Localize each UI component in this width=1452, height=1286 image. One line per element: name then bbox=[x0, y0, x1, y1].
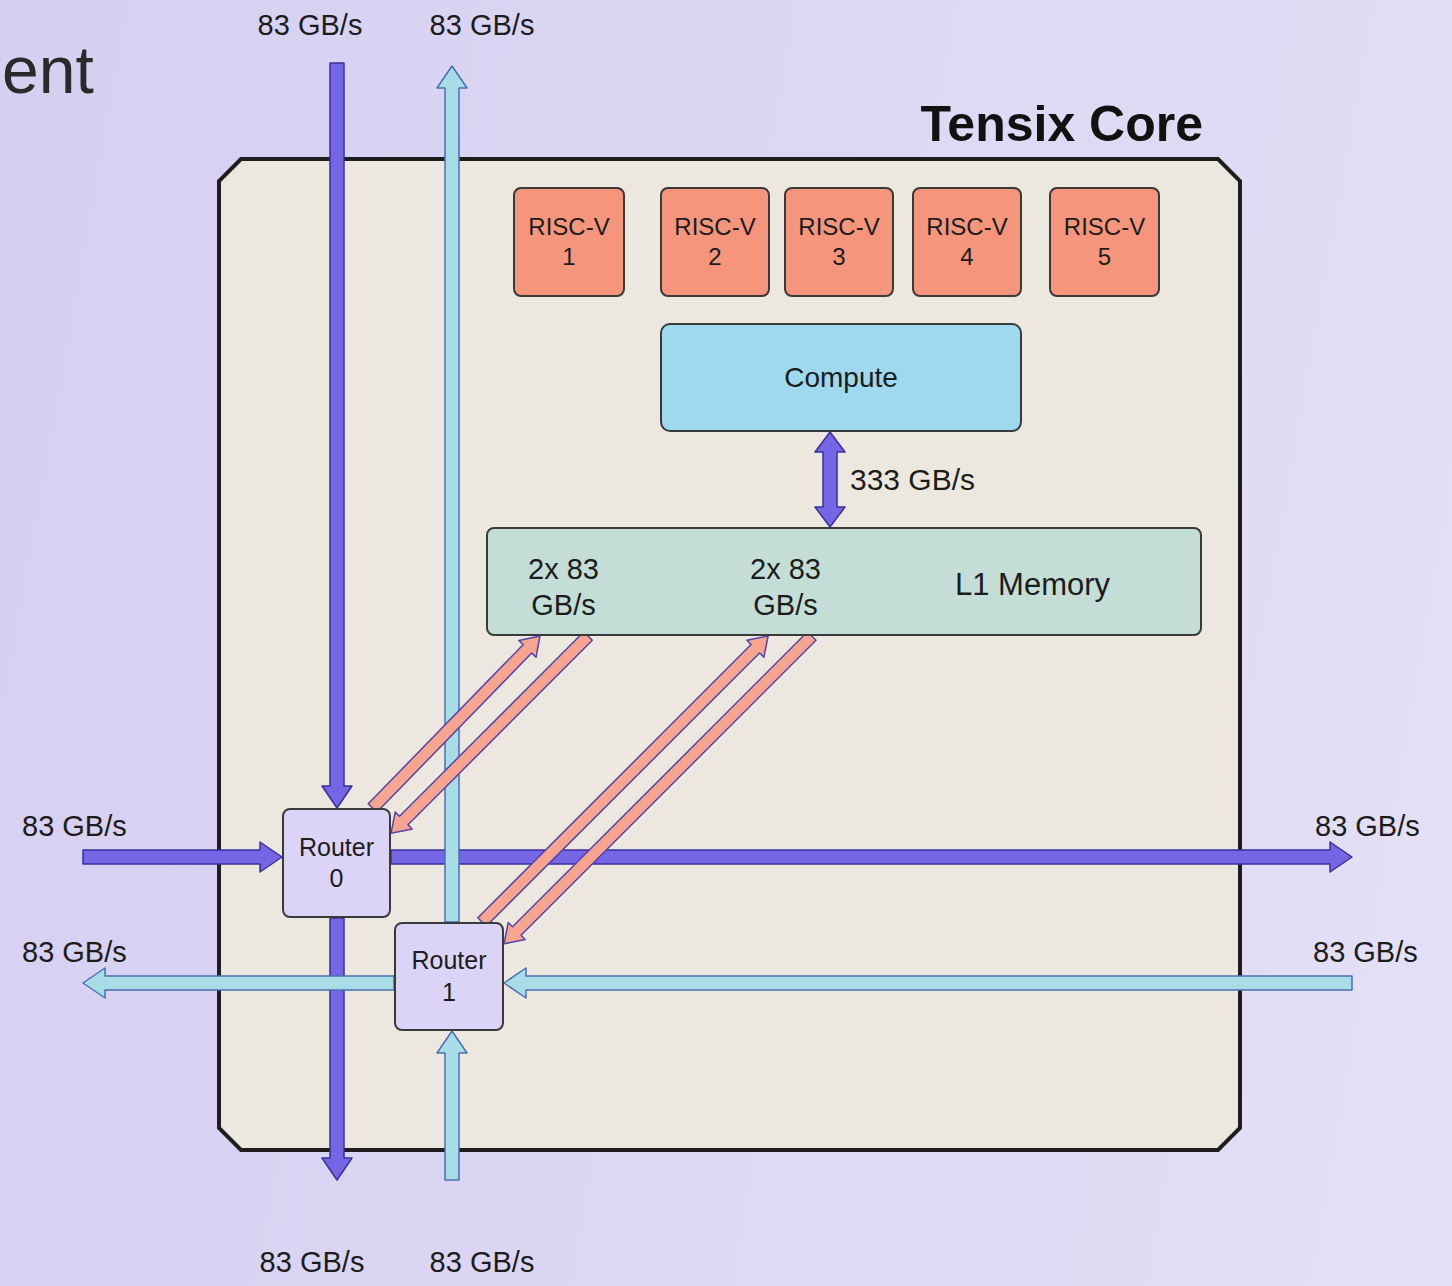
l1-port-arrow bbox=[368, 636, 540, 812]
text-slot: 2x 83 GB/s bbox=[516, 551, 611, 624]
memory-box: 2x 83 GB/s 2x 83 GB/s L1 Memory bbox=[486, 527, 1202, 636]
riscv-box: RISC-V 4 bbox=[912, 187, 1022, 297]
router-box: Router 1 bbox=[394, 922, 504, 1031]
text-slot: 2x 83 GB/s bbox=[738, 551, 833, 624]
box-label: Router 1 bbox=[408, 945, 490, 1008]
port-bandwidth: 2x 83 GB/s bbox=[738, 551, 833, 624]
riscv-box: RISC-V 2 bbox=[660, 187, 770, 297]
box-label: RISC-V 5 bbox=[1060, 212, 1150, 272]
noc1-bus-arrow bbox=[83, 968, 394, 998]
box-label: RISC-V 2 bbox=[670, 212, 760, 272]
label-slot: 83 GB/s bbox=[258, 7, 363, 43]
core-title: Tensix Core bbox=[921, 93, 1204, 156]
bandwidth-arrow bbox=[815, 432, 845, 527]
bandwidth-label: 83 GB/s bbox=[430, 7, 535, 43]
riscv-box: RISC-V 3 bbox=[784, 187, 894, 297]
box-label: Router 0 bbox=[296, 832, 378, 895]
core-outline-shape bbox=[217, 157, 1242, 1152]
bandwidth-label: 83 GB/s bbox=[1315, 808, 1420, 844]
label-slot: 83 GB/s bbox=[1313, 934, 1418, 970]
edge-label-slot: 333 GB/s bbox=[850, 461, 975, 499]
l1-port-arrow bbox=[391, 632, 592, 834]
label-slot: 83 GB/s bbox=[22, 808, 127, 844]
label-slot: 83 GB/s bbox=[1315, 808, 1420, 844]
label-slot: 83 GB/s bbox=[260, 1244, 365, 1280]
core-outline-path bbox=[219, 159, 1240, 1150]
slide-title-fragment: ent bbox=[2, 29, 94, 112]
box-label: RISC-V 1 bbox=[524, 212, 614, 272]
core-outline: Tensix CoreRISC-V 1RISC-V 2RISC-V 3RISC-… bbox=[217, 157, 1242, 1152]
box-label: RISC-V 4 bbox=[922, 212, 1012, 272]
noc1-bus-arrow bbox=[437, 1031, 467, 1180]
router-box: Router 0 bbox=[282, 808, 391, 918]
noc0-bus-arrow bbox=[322, 918, 352, 1180]
bandwidth-label: 83 GB/s bbox=[258, 7, 363, 43]
label-slot: ent bbox=[2, 29, 94, 112]
label-slot: 83 GB/s bbox=[22, 934, 127, 970]
bandwidth-label: 83 GB/s bbox=[430, 1244, 535, 1280]
bandwidth-label: 83 GB/s bbox=[260, 1244, 365, 1280]
riscv-box: RISC-V 5 bbox=[1049, 187, 1160, 297]
l1-port-arrow bbox=[478, 636, 768, 926]
compute-box: Compute bbox=[660, 323, 1022, 432]
bandwidth-label: 83 GB/s bbox=[1313, 934, 1418, 970]
noc1-bus-arrow bbox=[437, 66, 467, 922]
noc0-bus-arrow bbox=[83, 842, 282, 872]
riscv-box: RISC-V 1 bbox=[513, 187, 625, 297]
bandwidth-label: 333 GB/s bbox=[850, 461, 975, 499]
bandwidth-label: 83 GB/s bbox=[22, 808, 127, 844]
box-label: Compute bbox=[784, 360, 898, 395]
text-slot: L1 Memory bbox=[955, 566, 1110, 605]
memory-name: L1 Memory bbox=[955, 566, 1110, 605]
core-title-slot: Tensix Core bbox=[921, 93, 1204, 156]
noc0-bus-arrow bbox=[322, 63, 352, 808]
box-label: RISC-V 3 bbox=[794, 212, 884, 272]
noc1-bus-arrow bbox=[504, 968, 1352, 998]
l1-port-arrow bbox=[504, 632, 816, 944]
label-slot: 83 GB/s bbox=[430, 7, 535, 43]
label-slot: 83 GB/s bbox=[430, 1244, 535, 1280]
port-bandwidth: 2x 83 GB/s bbox=[516, 551, 611, 624]
bandwidth-label: 83 GB/s bbox=[22, 934, 127, 970]
